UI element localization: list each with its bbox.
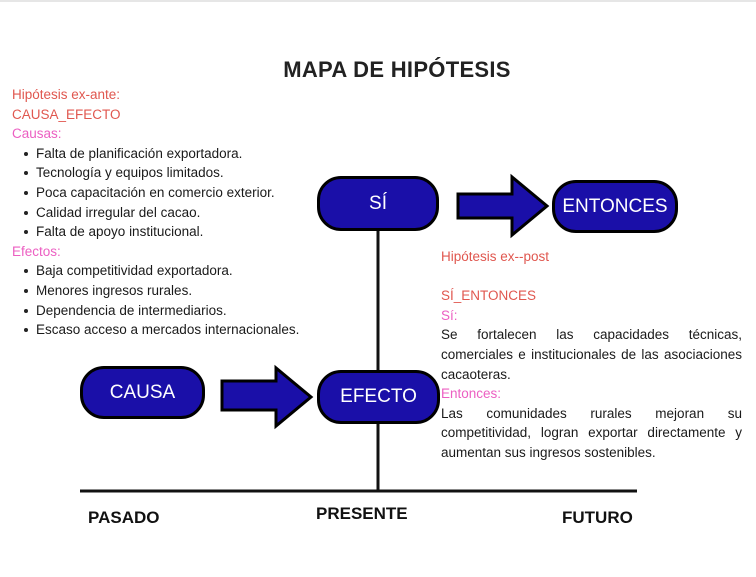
entonces-label: Entonces: bbox=[441, 386, 502, 402]
ex-ante-type: CAUSA_EFECTO bbox=[12, 106, 121, 122]
top-divider bbox=[0, 0, 756, 2]
causa-box: CAUSA bbox=[80, 366, 205, 419]
list-item: Falta de apoyo institucional. bbox=[24, 222, 342, 242]
list-item: Falta de planificación exportadora. bbox=[24, 144, 342, 164]
page-title: MAPA DE HIPÓTESIS bbox=[283, 57, 511, 82]
list-item: Menores ingresos rurales. bbox=[24, 281, 342, 301]
efectos-list: Baja competitividad exportadora. Menores… bbox=[12, 261, 342, 339]
causas-list: Falta de planificación exportadora. Tecn… bbox=[12, 144, 342, 242]
timeline-past-label: PASADO bbox=[88, 508, 160, 527]
si-label: Sí: bbox=[441, 307, 458, 323]
si-box: SÍ bbox=[317, 176, 439, 231]
list-item: Calidad irregular del cacao. bbox=[24, 203, 342, 223]
arrow-causa-to-efecto bbox=[220, 364, 314, 430]
causas-label: Causas: bbox=[12, 126, 62, 142]
list-item: Baja competitividad exportadora. bbox=[24, 261, 342, 281]
arrow-si-to-entonces bbox=[456, 173, 550, 239]
ex-post-heading: Hipótesis ex--post bbox=[441, 249, 550, 264]
entonces-text: Las comunidades rurales mejoran su compe… bbox=[441, 405, 742, 460]
ex-post-type: SÍ_ENTONCES bbox=[441, 288, 537, 304]
list-item: Escaso acceso a mercados internacionales… bbox=[24, 320, 342, 340]
ex-ante-heading: Hipótesis ex-ante: bbox=[12, 87, 121, 102]
efecto-box: EFECTO bbox=[317, 370, 440, 424]
list-item: Dependencia de intermediarios. bbox=[24, 301, 342, 321]
list-item: Tecnología y equipos limitados. bbox=[24, 163, 342, 183]
timeline-future-label: FUTURO bbox=[562, 508, 633, 527]
entonces-box: ENTONCES bbox=[552, 180, 678, 233]
si-text: Se fortalecen las capacidades técnicas, … bbox=[441, 327, 742, 382]
efectos-label: Efectos: bbox=[12, 243, 61, 259]
hypothesis-ex-ante: Hipótesis ex-ante: CAUSA_EFECTO Causas: … bbox=[12, 85, 342, 340]
timeline-present-label: PRESENTE bbox=[316, 504, 408, 523]
hypothesis-ex-post: Hipótesis ex--post SÍ_ENTONCES Sí: Se fo… bbox=[441, 247, 742, 463]
list-item: Poca capacitación en comercio exterior. bbox=[24, 183, 342, 203]
